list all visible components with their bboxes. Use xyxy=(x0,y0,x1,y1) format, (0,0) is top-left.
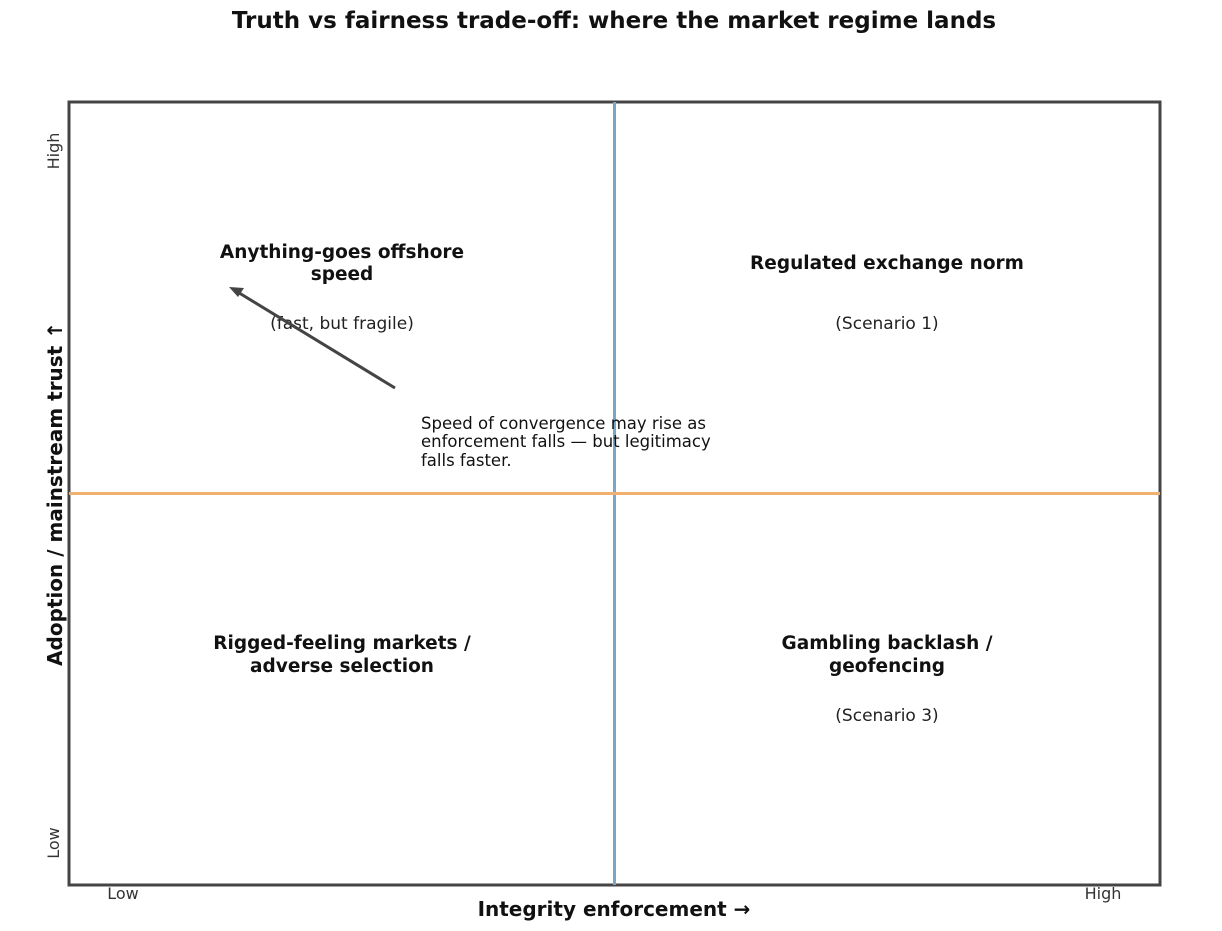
annotation-line2: enforcement falls — but legitimacy xyxy=(421,432,711,451)
x-tick-high: High xyxy=(1085,884,1122,903)
x-tick-low: Low xyxy=(107,884,139,903)
annotation-arrow-shaft xyxy=(235,289,396,390)
quadrant-subtitle-top-left: (fast, but fragile) xyxy=(270,314,414,334)
y-axis-label: Adoption / mainstream trust ↑ xyxy=(43,322,67,666)
quadrant-title-bottom-left-line1: Rigged-feeling markets / xyxy=(213,633,471,654)
annotation-line3: falls faster. xyxy=(421,451,512,470)
quadrant-title-bottom-right-line1: Gambling backlash / xyxy=(782,633,993,654)
quadrant-title-bottom-left-line2: adverse selection xyxy=(250,656,434,677)
annotation-line1: Speed of convergence may rise as xyxy=(421,414,706,433)
x-axis-label: Integrity enforcement → xyxy=(478,897,751,921)
chart-title: Truth vs fairness trade-off: where the m… xyxy=(232,8,996,34)
quadrant-title-top-left-line1: Anything-goes offshore xyxy=(220,242,464,263)
annotation-arrow-head-icon xyxy=(229,287,244,297)
quadrant-subtitle-top-right: (Scenario 1) xyxy=(835,314,938,334)
quadrant-title-top-right: Regulated exchange norm xyxy=(750,253,1024,274)
y-tick-high: High xyxy=(44,133,63,170)
quadrant-title-top-left-line2: speed xyxy=(311,264,374,285)
y-tick-low: Low xyxy=(44,827,63,859)
quadrant-subtitle-bottom-right: (Scenario 3) xyxy=(835,706,938,726)
quadrant-title-bottom-right-line2: geofencing xyxy=(829,656,945,677)
